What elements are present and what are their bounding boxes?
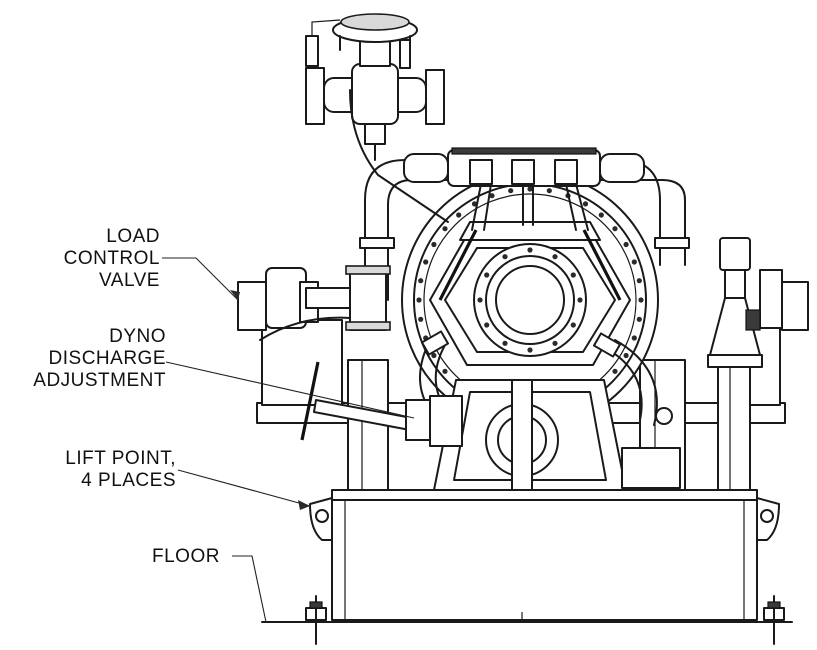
label-line: LOAD — [106, 226, 160, 247]
lower-pedestal — [433, 379, 681, 491]
label-line: VALVE — [99, 270, 160, 291]
bolt — [416, 297, 422, 303]
bolt — [423, 259, 429, 265]
left-valve-body — [259, 265, 391, 341]
label-line: DYNO — [109, 326, 166, 347]
label-line: DISCHARGE — [48, 348, 166, 369]
hub-bolt — [552, 254, 558, 260]
hub-bolt — [527, 347, 533, 353]
bolt — [546, 188, 552, 194]
right-column-fitting — [707, 237, 763, 368]
hub-bolt — [570, 272, 576, 278]
discharge-adjustment-handle — [300, 361, 463, 447]
leader-lines — [162, 257, 415, 623]
bolt — [631, 335, 637, 341]
side-blocks — [237, 267, 809, 331]
leveling-feet — [305, 595, 785, 645]
bolt — [582, 201, 589, 207]
center-hex-casting — [429, 234, 631, 366]
bolt — [631, 259, 637, 265]
label-line: 4 PLACES — [81, 470, 176, 491]
bolt — [638, 297, 644, 303]
label-floor: FLOOR — [152, 546, 220, 567]
label-line: CONTROL — [63, 248, 160, 269]
hub-bolt — [484, 322, 490, 328]
bolt — [431, 352, 437, 359]
bolt — [418, 316, 424, 322]
lift-lug-right — [756, 497, 780, 541]
label-dyno-discharge-adjustment: DYNO DISCHARGE ADJUSTMENT — [33, 326, 166, 392]
hub-bolt — [577, 297, 583, 303]
bolt — [612, 368, 618, 374]
bolt — [471, 201, 478, 207]
bolt — [623, 352, 629, 359]
bolt — [418, 278, 424, 284]
bolt — [508, 188, 514, 194]
hub-bolt — [502, 340, 508, 346]
lift-lug-left — [309, 497, 333, 541]
label-line: ADJUSTMENT — [33, 370, 166, 391]
bolt — [527, 186, 533, 192]
bolt — [489, 193, 495, 199]
hub-bolt — [552, 340, 558, 346]
hub-bolt — [477, 297, 483, 303]
bolt — [623, 241, 629, 248]
bolt — [442, 368, 448, 374]
load-control-valve-assembly — [305, 13, 449, 223]
bolt — [598, 212, 604, 218]
bolt — [612, 226, 618, 232]
label-lift-point: LIFT POINT, 4 PLACES — [65, 448, 176, 492]
label-line: LIFT POINT, — [65, 448, 176, 469]
bolt — [636, 316, 642, 322]
hub-bolt — [570, 322, 576, 328]
bolt — [456, 212, 462, 218]
skid-base — [331, 489, 758, 622]
top-spider — [438, 221, 622, 301]
bolt — [431, 241, 437, 248]
hub-bolt — [527, 247, 533, 253]
hub-bolt — [484, 272, 490, 278]
top-manifold — [403, 147, 645, 231]
bolt — [636, 278, 642, 284]
bolt — [442, 226, 448, 232]
hub-bolt — [502, 254, 508, 260]
hub-bolts — [477, 247, 583, 353]
label-load-control-valve: LOAD CONTROL VALVE — [64, 226, 160, 292]
